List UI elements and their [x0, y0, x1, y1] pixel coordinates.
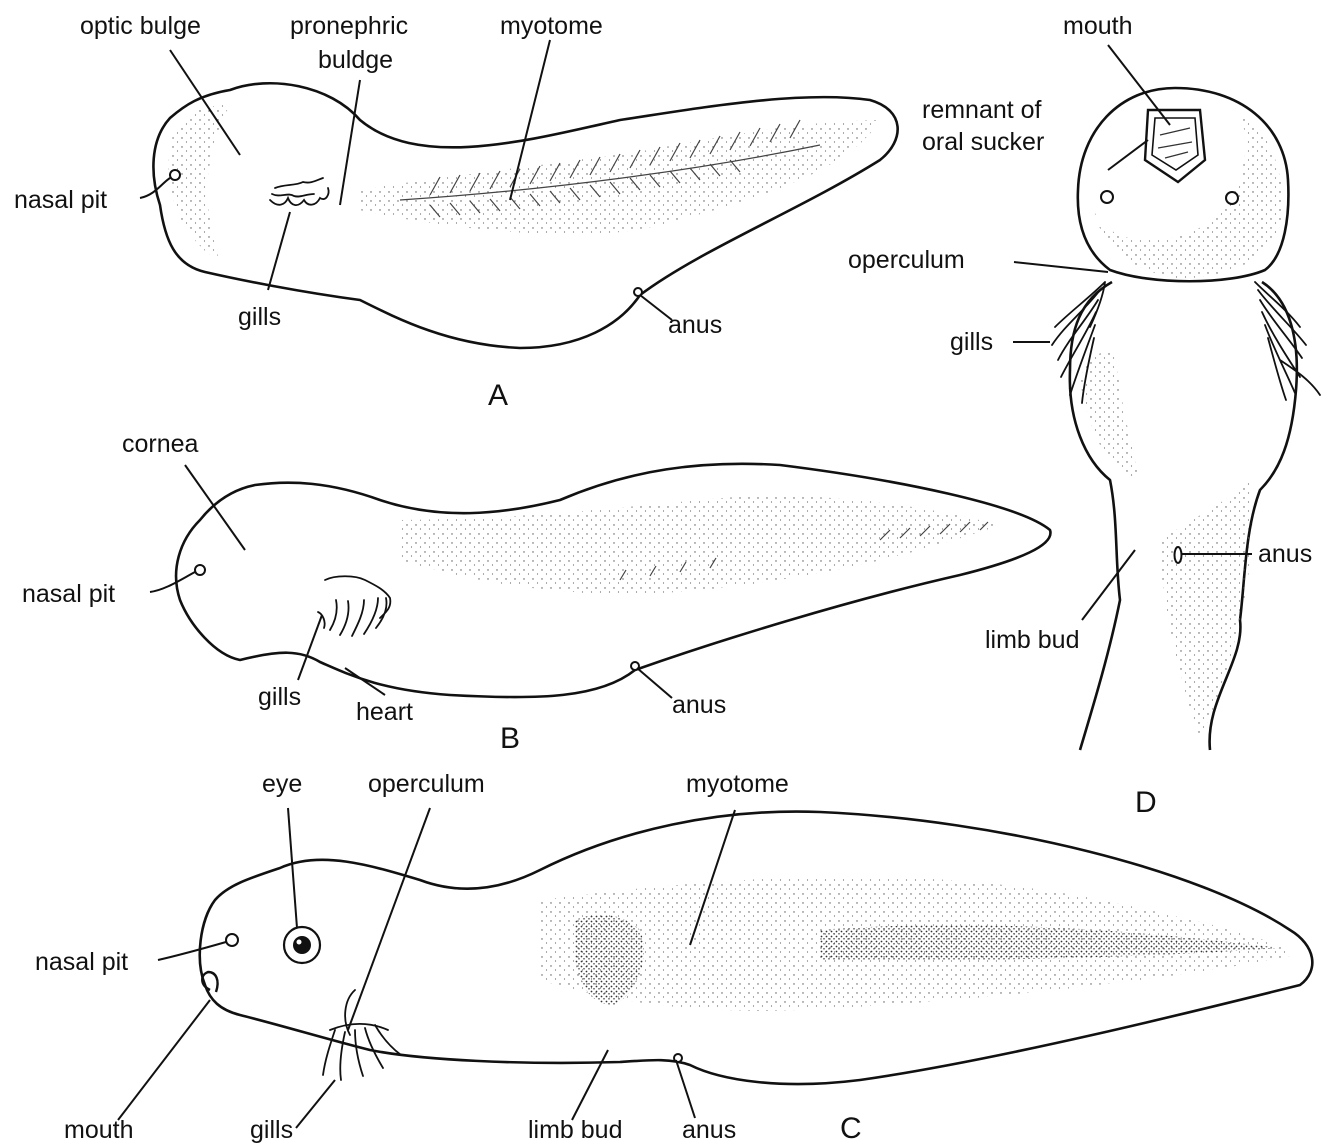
panel-d: mouth remnant of oral sucker operculum g…: [848, 12, 1320, 819]
leader-c-anus: [676, 1060, 695, 1118]
label-b-cornea: cornea: [122, 430, 199, 458]
label-a-pronephric-2: buldge: [318, 46, 393, 74]
label-a-anus: anus: [668, 311, 722, 339]
leader-b-anus: [637, 668, 672, 698]
label-d-operculum: operculum: [848, 246, 965, 274]
leader-c-mouth: [118, 1000, 210, 1120]
label-d-gills: gills: [950, 328, 993, 356]
label-d-mouth: mouth: [1063, 12, 1132, 40]
label-b-heart: heart: [356, 698, 413, 726]
panel-c-eye: [284, 927, 320, 963]
label-c-gills: gills: [250, 1116, 293, 1144]
label-a-gills: gills: [238, 303, 281, 331]
label-c-anus: anus: [682, 1116, 736, 1144]
panel-d-nasal-pit-right: [1226, 192, 1238, 204]
panel-d-nasal-pit-left: [1101, 191, 1113, 203]
label-d-remnant-1: remnant of: [922, 96, 1042, 124]
label-c-operculum: operculum: [368, 770, 485, 798]
panel-d-anus: [1175, 547, 1182, 563]
panel-a: optic bulge pronephric buldge myotome na…: [14, 12, 898, 412]
panel-a-letter: A: [488, 379, 508, 412]
panel-a-nasal-pit: [170, 170, 180, 180]
label-b-anus: anus: [672, 691, 726, 719]
panel-c-anus: [674, 1054, 682, 1062]
panel-b-letter: B: [500, 722, 520, 755]
label-c-eye: eye: [262, 770, 302, 798]
label-d-limb-bud: limb bud: [985, 626, 1080, 654]
panel-c-letter: C: [840, 1112, 862, 1145]
label-d-anus: anus: [1258, 540, 1312, 568]
label-c-myotome: myotome: [686, 770, 789, 798]
label-a-optic-bulge: optic bulge: [80, 12, 201, 40]
panel-c-nasal-pit: [226, 934, 238, 946]
label-a-nasal-pit: nasal pit: [14, 186, 107, 214]
panel-c: eye operculum myotome nasal pit mouth gi…: [35, 770, 1312, 1145]
label-a-myotome: myotome: [500, 12, 603, 40]
label-a-pronephric-1: pronephric: [290, 12, 408, 40]
label-b-nasal-pit: nasal pit: [22, 580, 115, 608]
label-c-limb-bud: limb bud: [528, 1116, 623, 1144]
leader-d-operculum: [1014, 262, 1108, 272]
label-d-remnant-2: oral sucker: [922, 128, 1044, 156]
label-c-mouth: mouth: [64, 1116, 133, 1144]
label-c-nasal-pit: nasal pit: [35, 948, 128, 976]
panel-d-letter: D: [1135, 786, 1157, 819]
panel-b-nasal-pit: [195, 565, 205, 575]
label-b-gills: gills: [258, 683, 301, 711]
panel-b: cornea nasal pit gills heart anus B: [22, 430, 1050, 755]
leader-c-gills: [296, 1080, 335, 1128]
